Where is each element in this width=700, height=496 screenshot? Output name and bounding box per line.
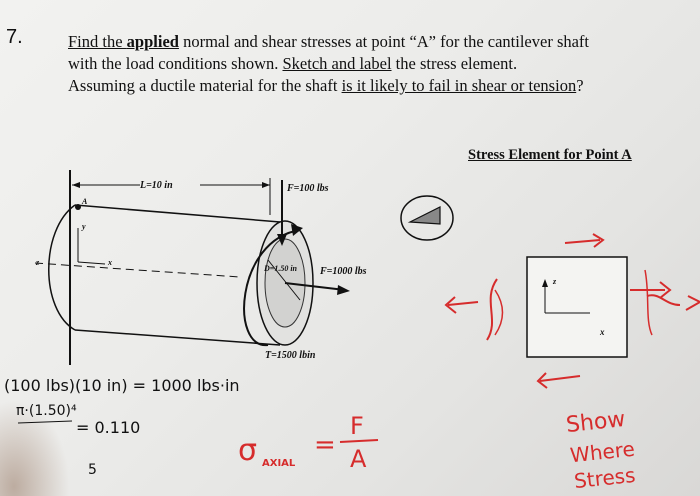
problem-line-3: Assuming a ductile material for the shaf… [68, 76, 584, 95]
torque-arrowhead [291, 224, 303, 236]
line3-start: Assuming a ductile material for the shaf… [68, 76, 342, 95]
fraction-denominator: A [350, 445, 367, 473]
x-axis-label: x [108, 258, 112, 267]
moment-calculation: (100 lbs)(10 in) = 1000 lbs·in [4, 376, 240, 395]
line2-rest: the stress element. [391, 54, 518, 73]
shaft-top-edge [74, 204, 281, 223]
problem-number: 7. [6, 26, 23, 48]
equals-sign: = [314, 430, 336, 460]
left-element-mark [494, 289, 504, 336]
area-result: = 0.110 [76, 418, 141, 437]
fraction-bar [339, 439, 379, 443]
sketch-label-text: Sketch and label [282, 54, 392, 73]
line3-end: ? [576, 76, 584, 95]
area-calculation: π·(1.50)⁴ [16, 403, 77, 419]
element-z-label: z [553, 277, 557, 286]
stress-element-box [526, 256, 628, 358]
stress-element-title: Stress Element for Point A [468, 147, 632, 163]
point-a-label: A [82, 197, 88, 206]
applied-text: applied [126, 32, 179, 51]
right-shear-arrow [646, 294, 700, 311]
z-axis-label: z [36, 258, 40, 267]
line2-start: with the load conditions shown. [68, 54, 283, 73]
shaft-centerline [34, 262, 241, 278]
problem-line-2: with the load conditions shown. Sketch a… [68, 54, 518, 73]
shaft-bottom-edge [74, 329, 281, 346]
line1-rest: normal and shear stresses at point “A” f… [178, 32, 590, 51]
left-tension-arrow [444, 296, 479, 314]
sketch-circle [400, 195, 454, 241]
vertical-force-label: F=100 lbs [287, 183, 329, 194]
y-axis-label: y [82, 222, 86, 231]
x-axis-line [77, 261, 106, 265]
sigma-symbol: σ [238, 433, 258, 468]
finger-shadow [0, 400, 70, 496]
fail-question-text: is it likely to fail in shear or tension [341, 76, 577, 95]
diameter-label: D=1.50 in [264, 264, 298, 273]
diameter-line [267, 259, 301, 301]
element-x-label: x [600, 327, 605, 337]
length-arrow-right [262, 182, 270, 188]
length-label: L=10 in [140, 180, 173, 191]
shaft-left-end [48, 204, 76, 331]
element-z-arrowhead [542, 279, 548, 287]
torque-label: T=1500 lbin [265, 350, 316, 361]
bottom-shear-arrow [536, 372, 581, 389]
sketch-hatch [407, 206, 441, 225]
problem-line-1: Find the applied normal and shear stress… [68, 32, 590, 51]
find-text: Find the [68, 32, 127, 51]
axial-force-arrowhead [337, 285, 350, 295]
axial-force-line [284, 282, 346, 291]
top-shear-arrow [564, 233, 605, 248]
right-element-mark [644, 269, 653, 336]
axial-subscript: AXIAL [262, 458, 296, 469]
fraction-numerator: F [350, 412, 364, 440]
torque-arc [243, 229, 301, 347]
stray-mark: 5 [88, 462, 97, 478]
area-fraction-bar [17, 420, 73, 424]
axial-force-label: F=1000 lbs [320, 266, 367, 277]
length-arrow-left [72, 182, 80, 188]
left-shear-arrow [486, 278, 498, 341]
point-a-marker [75, 204, 81, 210]
